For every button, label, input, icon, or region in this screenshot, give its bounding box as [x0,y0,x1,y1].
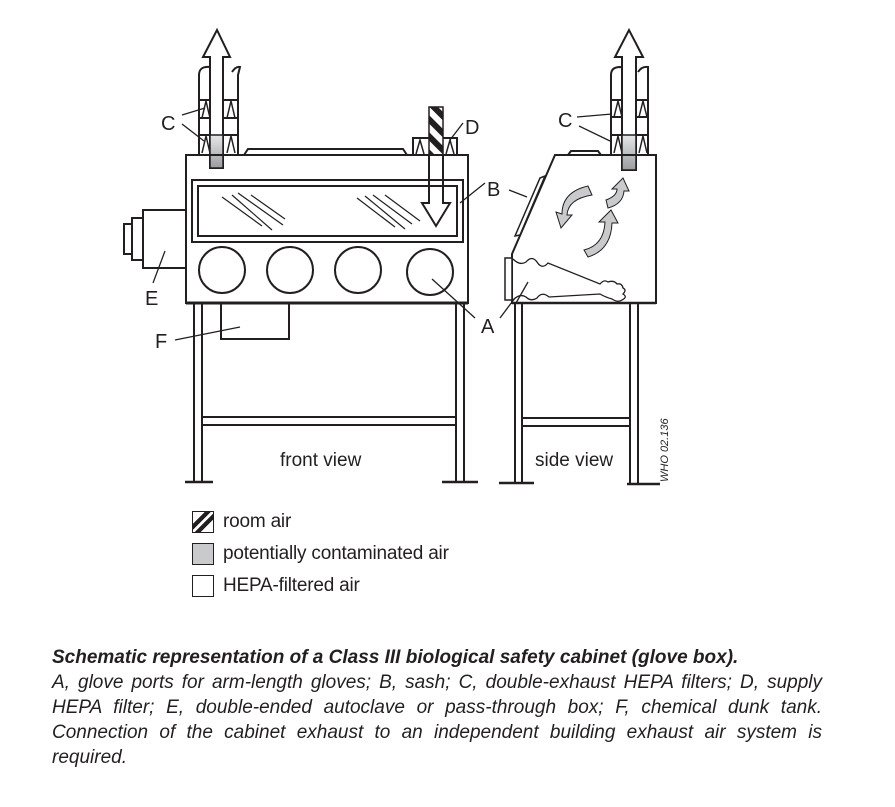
label-e: E [145,288,158,310]
stand-front [185,303,478,484]
front-view [123,27,478,484]
legend: room air potentially contaminated air HE… [192,506,449,602]
label-a: A [481,316,495,338]
front-view-label: front view [280,450,362,471]
dunk-tank [220,302,290,340]
side-view-label: side view [535,450,613,471]
airflow-arrows [555,177,630,258]
class-iii-cabinet-schematic: C D B E F A C front view side view WHO 0… [123,27,671,486]
figure-code: WHO 02.136 [659,418,671,482]
label-f: F [155,331,167,353]
legend-item-room-air: room air [192,506,449,538]
legend-label: HEPA-filtered air [223,575,360,596]
supply-arrow [420,106,452,228]
stand-side [499,303,660,486]
legend-item-hepa-air: HEPA-filtered air [192,570,449,602]
arm-length-glove [512,257,626,302]
legend-label: room air [223,511,292,532]
figure-caption: Schematic representation of a Class III … [52,645,822,770]
cabinet-body-front [185,154,469,304]
label-d: D [465,117,479,139]
side-view [499,27,660,486]
exhaust-arrow-front [201,27,232,169]
legend-label: potentially contaminated air [223,543,449,564]
leader-lines [152,107,613,341]
caption-title: Schematic representation of a Class III … [52,647,739,668]
label-c-front: C [161,113,175,135]
exhaust-arrow-side [613,27,645,171]
gray-swatch-icon [192,543,214,565]
white-swatch-icon [192,575,214,597]
label-c-side: C [558,110,572,132]
legend-item-contaminated-air: potentially contaminated air [192,538,449,570]
sash [191,179,464,243]
cabinet-body-side [511,154,657,304]
glove-ports [198,246,454,296]
part-labels: C D B E F A C front view side view WHO 0… [145,110,671,482]
label-b-front: B [487,179,500,201]
hatched-swatch-icon [192,511,214,533]
pass-through-box [123,209,187,269]
caption-body: A, glove ports for arm-length gloves; B,… [52,672,822,768]
